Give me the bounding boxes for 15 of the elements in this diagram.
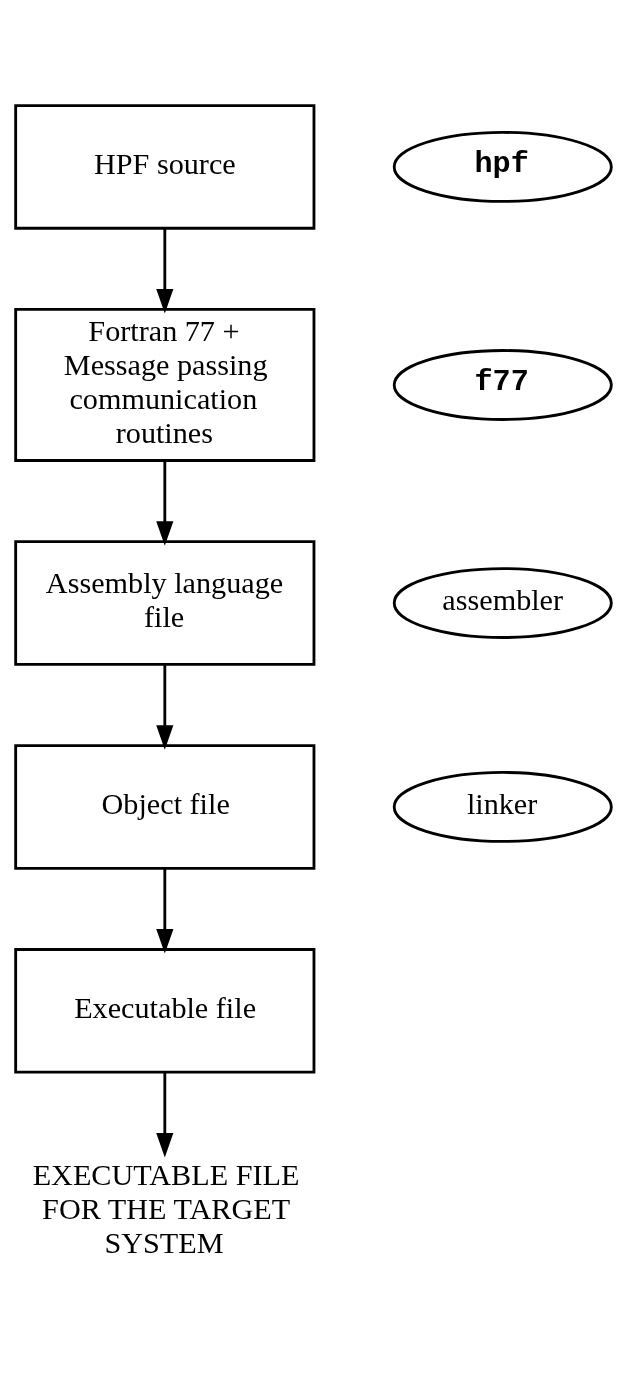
node-ellipse: hpf: [392, 131, 613, 203]
arrow: [156, 664, 174, 750]
node-ellipse: f77: [392, 349, 613, 421]
arrow: [156, 868, 174, 954]
node-ellipse: assembler: [392, 567, 613, 639]
node-box: Assembly language file: [14, 540, 316, 666]
node-text: EXECUTABLE FILE FOR THE TARGET SYSTEM: [32, 1158, 300, 1261]
node-box: HPF source: [14, 104, 316, 230]
arrow: [156, 460, 174, 546]
node-box: Object file: [14, 744, 316, 870]
node-ellipse: linker: [392, 771, 613, 843]
arrow: [156, 1072, 174, 1158]
arrow: [156, 228, 174, 314]
node-box: Executable file: [14, 948, 316, 1074]
node-box: Fortran 77 + Message passing communication routines: [14, 308, 316, 462]
